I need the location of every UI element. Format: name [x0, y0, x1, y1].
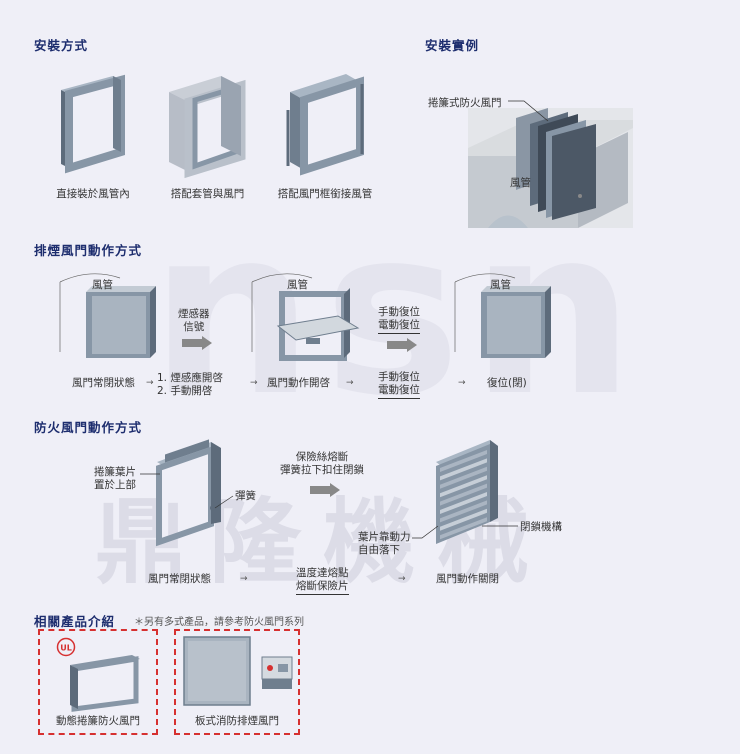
install-method-title: 安裝方式 [34, 38, 89, 53]
smoke-reset-arrow [387, 338, 417, 352]
product-card-plate-damper[interactable]: 板式消防排煙風門 [174, 629, 300, 735]
smoke-arrow-4: → [458, 378, 466, 388]
fire-temp-text: 溫度達熔點 熔斷保險片 [296, 567, 349, 595]
fire-state-2: 風門動作關閉 [436, 573, 499, 585]
smoke-arrow-1: → [146, 378, 154, 388]
louvre-slat [440, 475, 487, 498]
install-caption-2: 搭配套管與風門 [170, 188, 245, 200]
smoke-duct-label-3: 風管 [490, 279, 511, 291]
install-example-title: 安裝實例 [425, 38, 480, 53]
fire-fuse-text-2: 彈簧拉下扣住閉鎖 [280, 464, 364, 476]
fire-lock-label: 閉鎖機構 [520, 521, 562, 533]
smoke-state-1: 風門常閉狀態 [72, 377, 135, 389]
ul-certification-badge: UL [56, 637, 76, 657]
smoke-trigger-2: 2. 手動開啓 [157, 385, 213, 397]
smoke-duct-label-1: 風管 [92, 279, 113, 291]
install-example-illustration [468, 108, 633, 228]
product-image-plate-damper [183, 636, 293, 706]
smoke-damper-title: 排煙風門動作方式 [34, 243, 143, 258]
louvre-slat [440, 458, 487, 481]
smoke-reset-bottom-1: 手動復位 [378, 371, 420, 383]
fire-gravity-label: 葉片靠動力 自由落下 [358, 531, 411, 557]
louvre-slat [440, 508, 487, 531]
smoke-trigger-1: 1. 煙感應開啓 [157, 372, 223, 384]
smoke-damper-closed [59, 273, 156, 358]
product-caption-1: 動態捲簾防火風門 [56, 715, 140, 727]
smoke-signal-text: 煙感器 信號 [178, 308, 210, 334]
fire-state-1: 風門常閉狀態 [148, 573, 211, 585]
product-card-roller-damper[interactable]: UL 動態捲簾防火風門 [38, 629, 158, 735]
fire-gravity-1: 葉片靠動力 [358, 531, 411, 543]
product-image-roller-damper [70, 655, 140, 712]
callout-leader [508, 100, 549, 122]
install-caption-3: 搭配風門框銜接風管 [277, 188, 373, 200]
smoke-signal-arrow [182, 336, 212, 350]
related-products-title: 相關產品介紹 [34, 614, 116, 629]
fire-blade-label-2: 置於上部 [94, 479, 136, 491]
smoke-damper-reset [454, 273, 551, 358]
louvre-slat [440, 450, 487, 472]
smoke-reset-top-2: 電動復位 [378, 319, 420, 334]
fire-fuse-text-1: 保險絲熔斷 [295, 451, 349, 463]
smoke-arrow-2: → [250, 378, 258, 388]
fire-temp-2: 熔斷保險片 [296, 580, 349, 595]
louvre-slat [440, 500, 487, 523]
fire-blade-leader [140, 473, 160, 475]
louvre-slat [440, 466, 487, 489]
install-frame-sleeve [169, 76, 246, 179]
fire-arrow-2: → [398, 574, 406, 584]
fire-gravity-2: 自由落下 [358, 544, 400, 556]
related-products-note: ＊另有多式產品，請參考防火風門系列 [134, 617, 304, 628]
smoke-reset-bottom: 手動復位 電動復位 [378, 371, 420, 399]
fire-gravity-leader [412, 525, 439, 539]
product-caption-2: 板式消防排煙風門 [195, 715, 279, 727]
smoke-reset-top-1: 手動復位 [378, 306, 420, 318]
fire-fuse-text: 保險絲熔斷 彈簧拉下扣住閉鎖 [280, 451, 364, 477]
callout-text: 捲簾式防火風門 [428, 97, 502, 109]
smoke-trigger: 1. 煙感應開啓 2. 手動開啓 [157, 372, 223, 398]
fire-lock-leader [482, 525, 518, 527]
smoke-duct-label-2: 風管 [287, 279, 308, 291]
smoke-arrow-3: → [346, 378, 354, 388]
smoke-state-2: 風門動作開啓 [267, 377, 330, 389]
fire-blade-label: 捲簾葉片 置於上部 [94, 466, 136, 492]
fire-blade-label-1: 捲簾葉片 [94, 466, 136, 478]
louvre-slat [440, 483, 487, 506]
fire-arrow-1: → [240, 574, 248, 584]
install-caption-1: 直接裝於風管內 [56, 188, 130, 200]
smoke-reset-top: 手動復位 電動復位 [378, 306, 420, 334]
louvre-slat [440, 492, 487, 514]
fire-temp-1: 溫度達熔點 [296, 567, 349, 579]
smoke-reset-bottom-2: 電動復位 [378, 384, 420, 399]
fire-damper-louvres [440, 450, 487, 540]
fire-spring-label: 彈簧 [235, 490, 256, 502]
svg-text:UL: UL [60, 644, 72, 653]
smoke-signal-line-1: 煙感器 [178, 308, 210, 320]
fire-fuse-arrow [310, 483, 340, 497]
fire-damper-title: 防火風門動作方式 [34, 420, 143, 435]
fire-damper-closed [436, 440, 498, 544]
louvre-slat [440, 517, 487, 540]
fire-damper-normal [156, 439, 221, 547]
install-frame-collar [286, 74, 364, 176]
fire-spring-leader [214, 495, 234, 509]
install-example-callout: 捲簾式防火風門 [428, 95, 502, 110]
install-example-duct-label: 風管 [510, 177, 531, 189]
smoke-state-3: 復位(閉) [487, 377, 527, 389]
smoke-signal-line-2: 信號 [183, 321, 205, 333]
smoke-damper-open [251, 273, 360, 361]
install-frame-direct [61, 74, 125, 174]
